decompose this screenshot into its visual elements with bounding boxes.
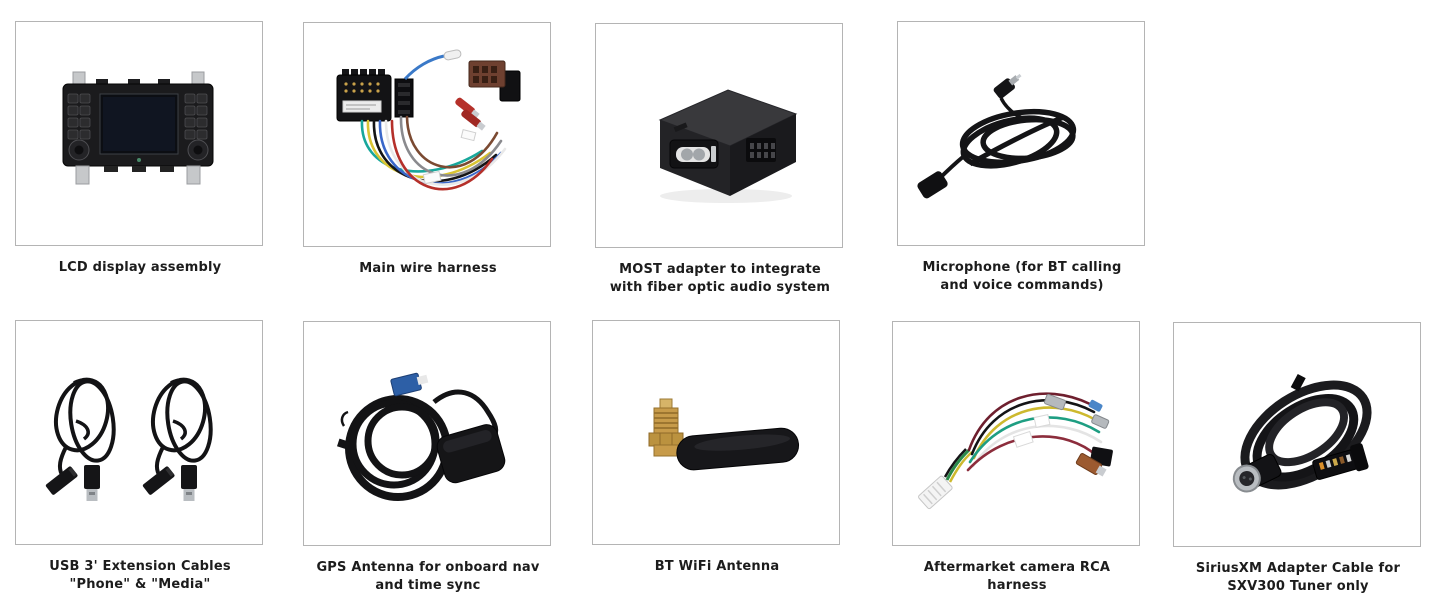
microphone-photo-frame: [897, 21, 1145, 246]
camera-harness-caption: Aftermarket camera RCA harness: [923, 560, 1111, 593]
sxm-cable-photo: [1232, 373, 1372, 493]
sxm-cable-caption: SiriusXM Adapter Cable for SXV300 Tuner …: [1195, 561, 1401, 594]
gps-antenna-photo-frame: [303, 321, 551, 546]
product-card-camera-harness: Aftermarket camera RCA harness: [892, 321, 1142, 595]
product-card-usb-cables: USB 3' Extension Cables "Phone" & "Media…: [15, 320, 265, 594]
usb-cables-caption: USB 3' Extension Cables "Phone" & "Media…: [49, 559, 231, 592]
camera-harness-photo-frame: [892, 321, 1140, 546]
usb-cables-photo: [43, 371, 218, 503]
microphone-photo: [917, 73, 1077, 199]
lcd-display-photo-frame: [15, 21, 263, 246]
most-adapter-caption: MOST adapter to integrate with fiber opt…: [609, 262, 831, 295]
product-card-most-adapter: MOST adapter to integrate with fiber opt…: [595, 23, 845, 297]
bt-antenna-photo-frame: [592, 320, 840, 545]
product-card-bt-antenna: BT WiFi Antenna: [592, 320, 842, 576]
product-card-gps-antenna: GPS Antenna for onboard nav and time syn…: [303, 321, 553, 595]
lcd-display-caption: LCD display assembly: [58, 260, 222, 275]
main-harness-photo: [336, 49, 521, 191]
camera-harness-photo: [918, 392, 1113, 510]
sxm-cable-photo-frame: [1173, 322, 1421, 547]
most-adapter-photo-frame: [595, 23, 843, 248]
most-adapter-photo: [658, 89, 798, 203]
product-card-microphone: Microphone (for BT calling and voice com…: [897, 21, 1147, 295]
main-harness-caption: Main wire harness: [359, 261, 497, 276]
lcd-display-photo: [62, 71, 214, 185]
product-card-sxm-cable: SiriusXM Adapter Cable for SXV300 Tuner …: [1173, 322, 1423, 596]
microphone-caption: Microphone (for BT calling and voice com…: [922, 260, 1122, 293]
gps-antenna-caption: GPS Antenna for onboard nav and time syn…: [316, 560, 540, 593]
main-harness-photo-frame: [303, 22, 551, 247]
gps-antenna-photo: [337, 372, 506, 501]
usb-cables-photo-frame: [15, 320, 263, 545]
product-card-main-harness: Main wire harness: [303, 22, 553, 278]
bt-antenna-photo: [648, 398, 800, 471]
bt-antenna-caption: BT WiFi Antenna: [654, 559, 780, 574]
product-card-lcd-display: LCD display assembly: [15, 21, 265, 277]
